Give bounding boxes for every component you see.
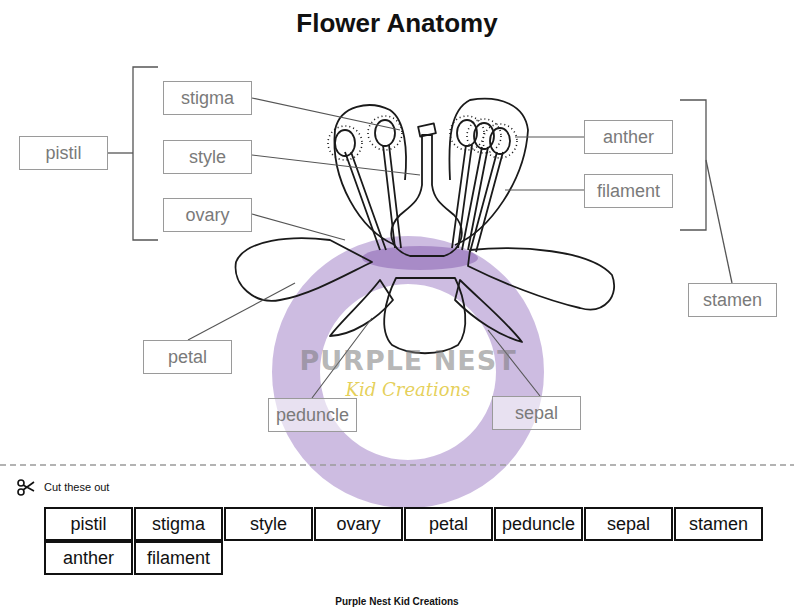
drawing-part bbox=[335, 130, 355, 156]
label-box: pistil bbox=[19, 136, 108, 170]
label-text: stigma bbox=[181, 88, 234, 109]
drawing-part bbox=[375, 120, 395, 146]
watermark-text: Kid Creations bbox=[278, 379, 538, 400]
drawing-part bbox=[470, 152, 503, 252]
label-text: stigma bbox=[152, 514, 205, 535]
label-text: stamen bbox=[703, 290, 762, 311]
label-box: ovary bbox=[163, 198, 252, 232]
cutout-label-box: style bbox=[224, 507, 313, 541]
label-text: petal bbox=[168, 347, 207, 368]
label-text: petal bbox=[429, 514, 468, 535]
label-box: stamen bbox=[688, 283, 777, 317]
drawing-part bbox=[252, 155, 420, 175]
drawing-part bbox=[505, 189, 584, 190]
label-text: anther bbox=[63, 548, 114, 569]
label-text: pistil bbox=[45, 143, 81, 164]
label-box: style bbox=[163, 140, 252, 174]
cutout-label-box: sepal bbox=[584, 507, 673, 541]
drawing-part bbox=[706, 160, 732, 283]
label-box: stigma bbox=[163, 81, 252, 115]
drawing-part bbox=[330, 280, 393, 336]
label-text: sepal bbox=[607, 514, 650, 535]
label-box: anther bbox=[584, 120, 673, 154]
label-text: pistil bbox=[70, 514, 106, 535]
label-text: style bbox=[250, 514, 287, 535]
label-box: filament bbox=[584, 174, 673, 208]
label-text: peduncle bbox=[502, 514, 575, 535]
drawing-part bbox=[328, 116, 517, 160]
label-text: stamen bbox=[689, 514, 748, 535]
cutout-label-box: filament bbox=[134, 541, 223, 575]
drawing-part bbox=[368, 116, 402, 150]
drawing-part bbox=[23, 482, 34, 491]
cutout-label-box: petal bbox=[404, 507, 493, 541]
label-text: filament bbox=[597, 181, 660, 202]
watermark-text: PURPLE NEST bbox=[278, 345, 538, 376]
drawing-part bbox=[108, 152, 133, 153]
label-text: anther bbox=[603, 127, 654, 148]
label-text: peduncle bbox=[276, 405, 349, 426]
label-text: style bbox=[189, 147, 226, 168]
label-text: filament bbox=[147, 548, 210, 569]
drawing-part bbox=[252, 214, 345, 240]
drawing-part bbox=[252, 98, 400, 130]
bracket bbox=[108, 67, 732, 283]
drawing-part bbox=[383, 145, 401, 248]
drawing-part bbox=[468, 248, 614, 309]
diagram-title: Flower Anatomy bbox=[0, 8, 794, 39]
drawing-part bbox=[133, 67, 158, 240]
drawing-part bbox=[328, 126, 362, 160]
instruction-text: Cut these out bbox=[44, 481, 244, 493]
label-text: sepal bbox=[515, 403, 558, 424]
drawing-part bbox=[188, 283, 295, 340]
drawing-part bbox=[680, 100, 706, 230]
footer-caption: Purple Nest Kid Creations bbox=[0, 596, 794, 607]
label-box: peduncle bbox=[268, 398, 357, 432]
label-box: petal bbox=[143, 340, 232, 374]
cutout-label-box: stamen bbox=[674, 507, 763, 541]
drawing-part bbox=[384, 278, 465, 353]
drawing-part bbox=[418, 123, 436, 136]
cutout-label-box: stigma bbox=[134, 507, 223, 541]
drawing-part bbox=[452, 145, 472, 248]
drawing-part bbox=[467, 119, 501, 153]
drawing-part bbox=[515, 136, 584, 137]
scissors-icon bbox=[18, 480, 34, 495]
label-text: ovary bbox=[336, 514, 380, 535]
cutout-label-box: ovary bbox=[314, 507, 403, 541]
label-box: sepal bbox=[492, 396, 581, 430]
drawing-part bbox=[483, 124, 517, 158]
cutout-label-box: pistil bbox=[44, 507, 133, 541]
cutout-label-box: peduncle bbox=[494, 507, 583, 541]
cutout-label-box: anther bbox=[44, 541, 133, 575]
label-text: ovary bbox=[185, 205, 229, 226]
cut-line bbox=[0, 464, 794, 465]
drawing-part bbox=[236, 238, 372, 301]
flower-drawing bbox=[236, 99, 615, 354]
drawing-part bbox=[391, 135, 461, 256]
